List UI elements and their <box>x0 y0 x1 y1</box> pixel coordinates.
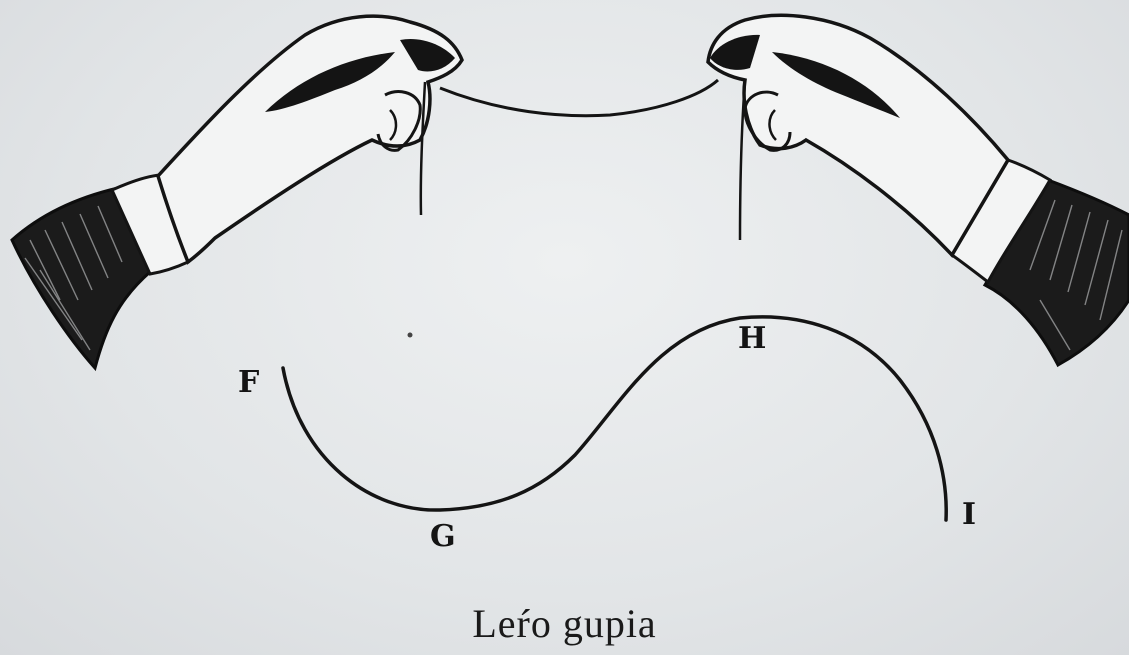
ink-speck <box>407 332 413 338</box>
left-hand <box>10 14 464 372</box>
figure-caption: Leŕo gupia <box>472 601 657 646</box>
right-palm <box>706 13 1011 258</box>
held-string <box>439 78 719 118</box>
right-shirt-cuff <box>950 158 1053 285</box>
point-label-i: I <box>962 497 977 532</box>
point-label-h: H <box>738 321 767 356</box>
point-label-f: F <box>238 365 260 400</box>
point-label-g: G <box>430 519 456 554</box>
wave-curve <box>281 315 948 522</box>
left-palm <box>156 14 464 265</box>
right-hand <box>706 13 1129 368</box>
